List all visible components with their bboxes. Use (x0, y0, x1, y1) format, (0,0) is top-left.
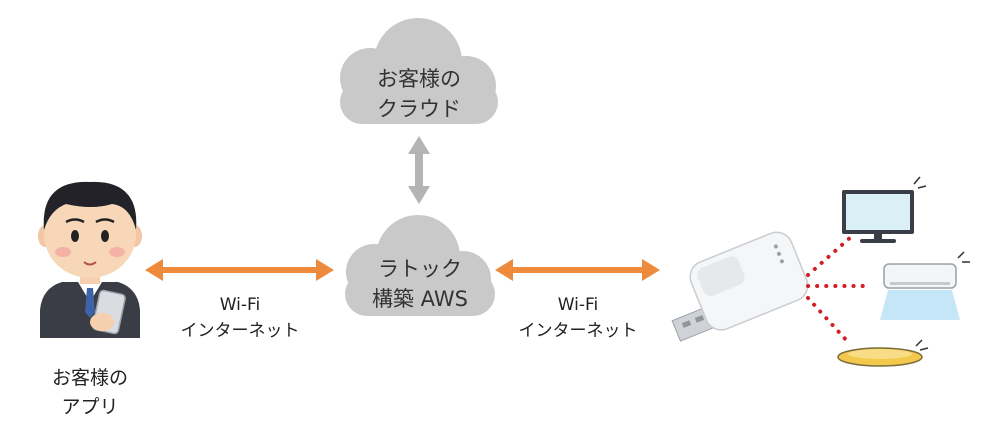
ceiling-light-icon (837, 339, 929, 367)
right-link-label-line1: Wi-Fi (557, 295, 599, 315)
tv-icon (842, 176, 927, 243)
left-link-label: Wi-Fi インターネット (160, 292, 320, 344)
ratoc-cloud-label-line2: 構築 AWS (372, 287, 468, 311)
ratoc-aws-cloud (345, 215, 495, 316)
customer-app-label-line2: アプリ (61, 396, 119, 418)
customer-cloud (340, 18, 498, 124)
customer-cloud-label-line2: クラウド (377, 97, 461, 121)
device-connection-lines (806, 234, 872, 344)
usb-adapter-icon (671, 231, 809, 342)
vertical-double-arrow (408, 136, 430, 204)
customer-cloud-label-line1: お客様の (377, 67, 461, 91)
left-double-arrow (145, 259, 334, 281)
person-icon (38, 181, 142, 338)
smartphone-icon (90, 289, 126, 335)
ratoc-cloud-label-line1: ラトック (378, 257, 462, 281)
left-link-label-line1: Wi-Fi (219, 295, 261, 315)
right-link-label: Wi-Fi インターネット (498, 292, 658, 344)
customer-app-label-line1: お客様の (51, 367, 128, 389)
right-double-arrow (495, 259, 660, 281)
customer-app-label: お客様の アプリ (20, 364, 160, 422)
ratoc-cloud-label: ラトック 構築 AWS (345, 254, 495, 314)
right-link-label-line2: インターネット (518, 321, 638, 341)
customer-cloud-label: お客様の クラウド (340, 64, 498, 124)
left-link-label-line2: インターネット (180, 321, 300, 341)
air-conditioner-icon (880, 251, 970, 320)
